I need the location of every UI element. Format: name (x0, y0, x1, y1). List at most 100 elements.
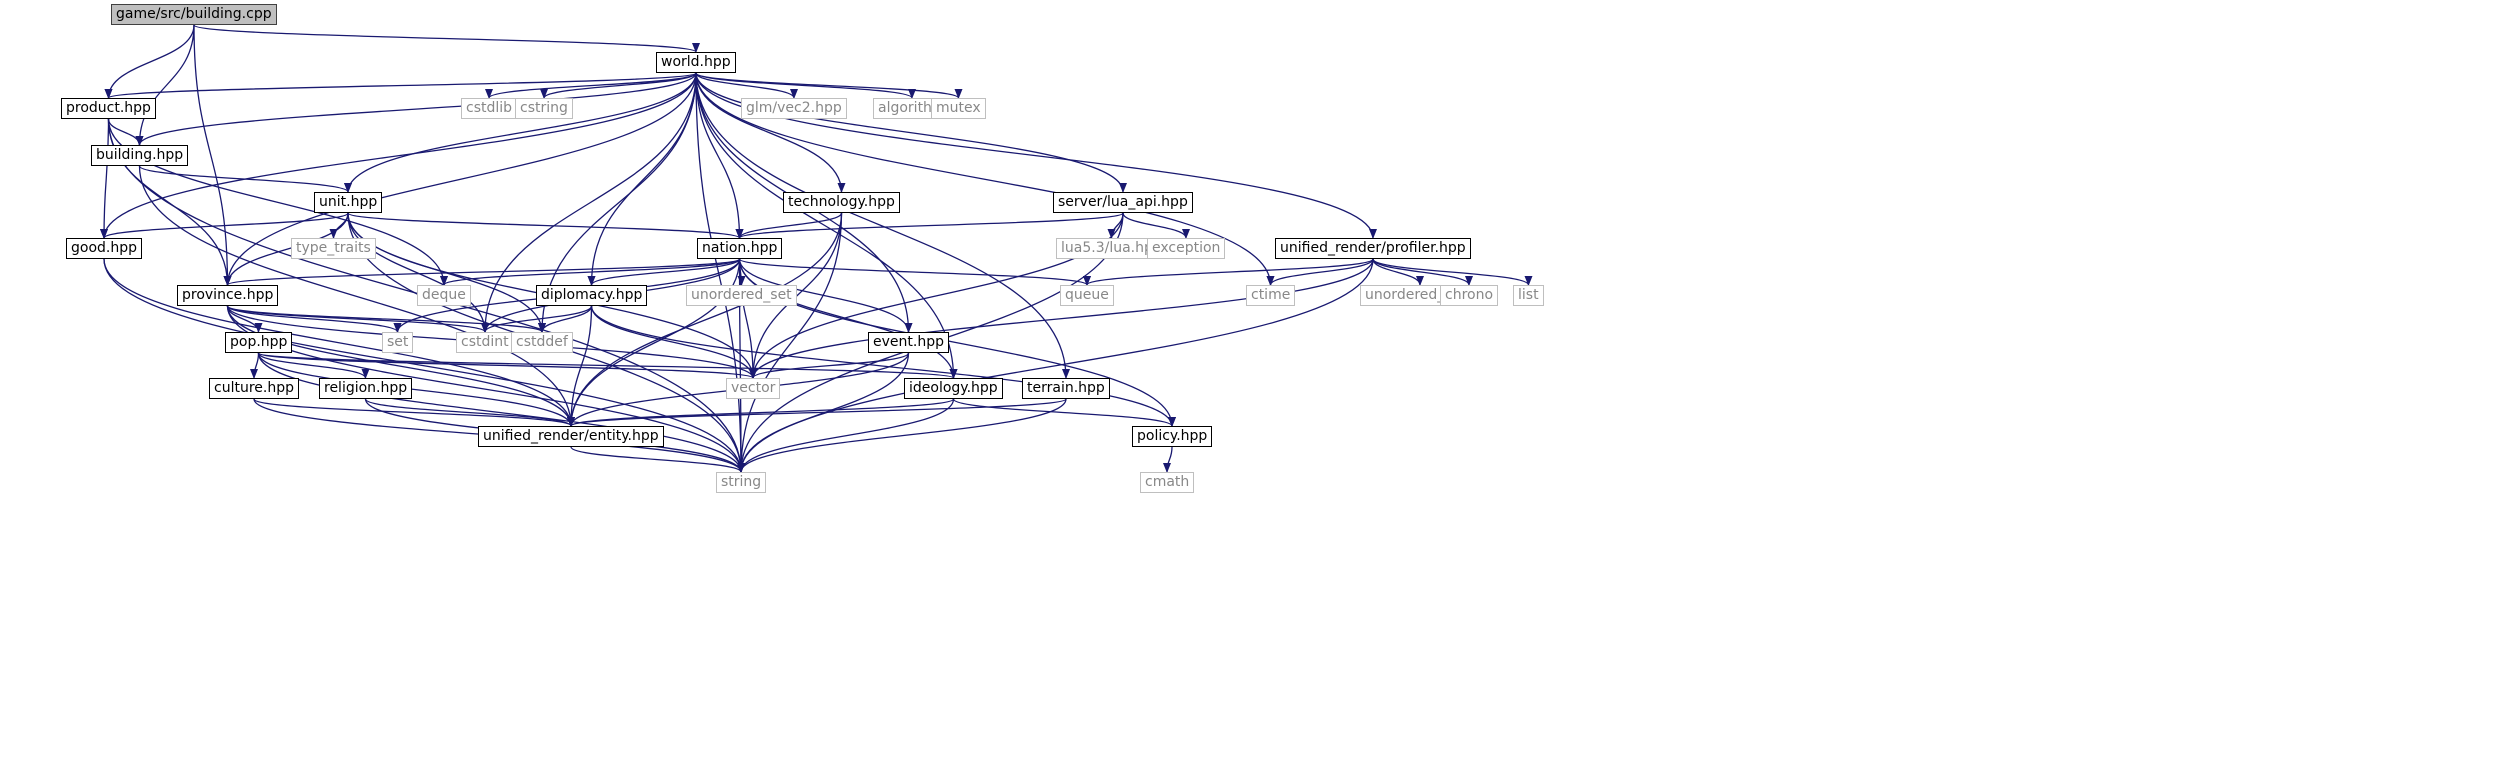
node-religion-hpp[interactable]: religion.hpp (319, 378, 413, 399)
edge-good-to-entity (103, 258, 575, 427)
edge-world-to-technology (695, 72, 846, 193)
edge-nation-to-province (223, 258, 741, 286)
node-list: list (1513, 285, 1544, 306)
edge-province-to-entity (226, 305, 575, 427)
edge-nation-to-diplomacy (587, 258, 741, 286)
node-unordered-set: unordered_set (686, 285, 797, 306)
node-culture-hpp[interactable]: culture.hpp (209, 378, 299, 399)
edge-nation-to-queue (738, 258, 1091, 286)
edge-world-to-good (100, 72, 697, 239)
node-event-hpp[interactable]: event.hpp (868, 332, 949, 353)
edge-nation-to-event (738, 258, 913, 333)
node-deque: deque (417, 285, 471, 306)
node-province-hpp[interactable]: province.hpp (177, 285, 279, 306)
edge-province-to-set (226, 305, 402, 333)
node-profiler-hpp[interactable]: unified_render/profiler.hpp (1275, 238, 1471, 259)
edge-world-to-profiler (695, 72, 1377, 239)
node-good-hpp[interactable]: good.hpp (66, 238, 143, 259)
edge-ideology-to-string (737, 398, 955, 473)
edge-diplomacy-to-entity (567, 305, 593, 427)
edge-product-to-good (100, 118, 110, 239)
edge-nation-to-deque (440, 258, 741, 286)
node-vector: vector (726, 378, 781, 399)
node-chrono: chrono (1440, 285, 1499, 306)
edge-terrain-to-entity (567, 398, 1067, 427)
edge-world-to-cstdint (481, 72, 697, 333)
node-entity-hpp[interactable]: unified_render/entity.hpp (478, 426, 664, 447)
edge-profiler-to-string (737, 258, 1374, 473)
node-exception: exception (1147, 238, 1226, 259)
edge-world-to-ctime (695, 72, 1275, 286)
node-lua-hpp: lua5.3/lua.hpp (1056, 238, 1167, 259)
node-set: set (382, 332, 414, 353)
edge-profiler-to-chrono (1372, 258, 1473, 286)
edge-technology-to-string (737, 212, 843, 473)
node-building-hpp[interactable]: building.hpp (91, 145, 189, 166)
edge-ideology-to-entity (567, 398, 955, 427)
edge-policy-to-cmath (1163, 446, 1173, 473)
edge-world-to-nation (695, 72, 744, 239)
edge-unit-to-nation (347, 212, 744, 239)
edge-profiler-to-list (1372, 258, 1533, 286)
node-terrain-hpp[interactable]: terrain.hpp (1022, 378, 1110, 399)
edge-entity-to-string (570, 446, 745, 473)
node-type-traits: type_traits (291, 238, 376, 259)
edge-world-to-ideology (695, 72, 958, 379)
edge-diplomacy-to-cstddef (538, 305, 593, 333)
node-string: string (716, 472, 767, 493)
edge-pop-to-religion (257, 352, 370, 379)
edge-world-to-province (223, 72, 697, 286)
edge-diplomacy-to-policy (590, 305, 1176, 427)
edge-pop-to-ideology (257, 352, 957, 379)
edge-world-to-cstring (540, 72, 697, 99)
edge-unit-to-good (100, 212, 349, 239)
edge-world-to-string (695, 72, 745, 473)
edge-world-to-lua_api (695, 72, 1127, 193)
node-lua-api-hpp[interactable]: server/lua_api.hpp (1053, 192, 1193, 213)
node-queue: queue (1060, 285, 1114, 306)
edge-world-to-product (104, 72, 697, 99)
edge-world-to-mutex (695, 72, 963, 99)
edge-profiler-to-queue (1083, 258, 1374, 286)
edge-diplomacy-to-cstdint (481, 305, 593, 333)
node-diplomacy-hpp[interactable]: diplomacy.hpp (536, 285, 648, 306)
edge-religion-to-entity (364, 398, 575, 427)
edge-product-to-building (107, 118, 144, 146)
edge-root-to-province (193, 24, 232, 286)
edge-root-to-world (193, 24, 700, 53)
node-ideology-hpp[interactable]: ideology.hpp (904, 378, 1003, 399)
edge-province-to-cstddef (226, 305, 546, 333)
node-product-hpp[interactable]: product.hpp (61, 98, 156, 119)
edge-diplomacy-to-vector (590, 305, 757, 379)
edge-lua_api-to-exception (1122, 212, 1190, 239)
edge-world-to-building (135, 72, 697, 146)
node-cstdint: cstdint (456, 332, 514, 353)
node-cstddef: cstddef (511, 332, 573, 353)
node-world-hpp[interactable]: world.hpp (656, 52, 736, 73)
node-cstring: cstring (515, 98, 573, 119)
edge-world-to-terrain (695, 72, 1070, 379)
node-technology-hpp[interactable]: technology.hpp (783, 192, 900, 213)
edge-pop-to-string (257, 352, 745, 473)
node-nation-hpp[interactable]: nation.hpp (697, 238, 783, 259)
node-unit-hpp[interactable]: unit.hpp (314, 192, 383, 213)
edge-root-to-product (104, 24, 195, 99)
node-cmath: cmath (1140, 472, 1195, 493)
node-pop-hpp[interactable]: pop.hpp (225, 332, 293, 353)
edge-building-to-entity (138, 165, 575, 427)
edge-profiler-to-vector (749, 258, 1374, 379)
edge-unit-to-province (223, 212, 349, 286)
node-root-source-file[interactable]: game/src/building.cpp (111, 4, 277, 25)
node-cstdlib: cstdlib (461, 98, 518, 119)
edge-world-to-glm (695, 72, 798, 99)
edge-pop-to-entity (257, 352, 575, 427)
edge-ideology-to-policy (952, 398, 1176, 427)
edge-technology-to-vector (749, 212, 843, 379)
node-mutex: mutex (931, 98, 986, 119)
edge-good-to-string (103, 258, 745, 473)
node-glm-vec2: glm/vec2.hpp (741, 98, 847, 119)
node-policy-hpp[interactable]: policy.hpp (1132, 426, 1213, 447)
edge-world-to-unit (344, 72, 697, 193)
edge-lua_api-to-nation (735, 212, 1124, 239)
